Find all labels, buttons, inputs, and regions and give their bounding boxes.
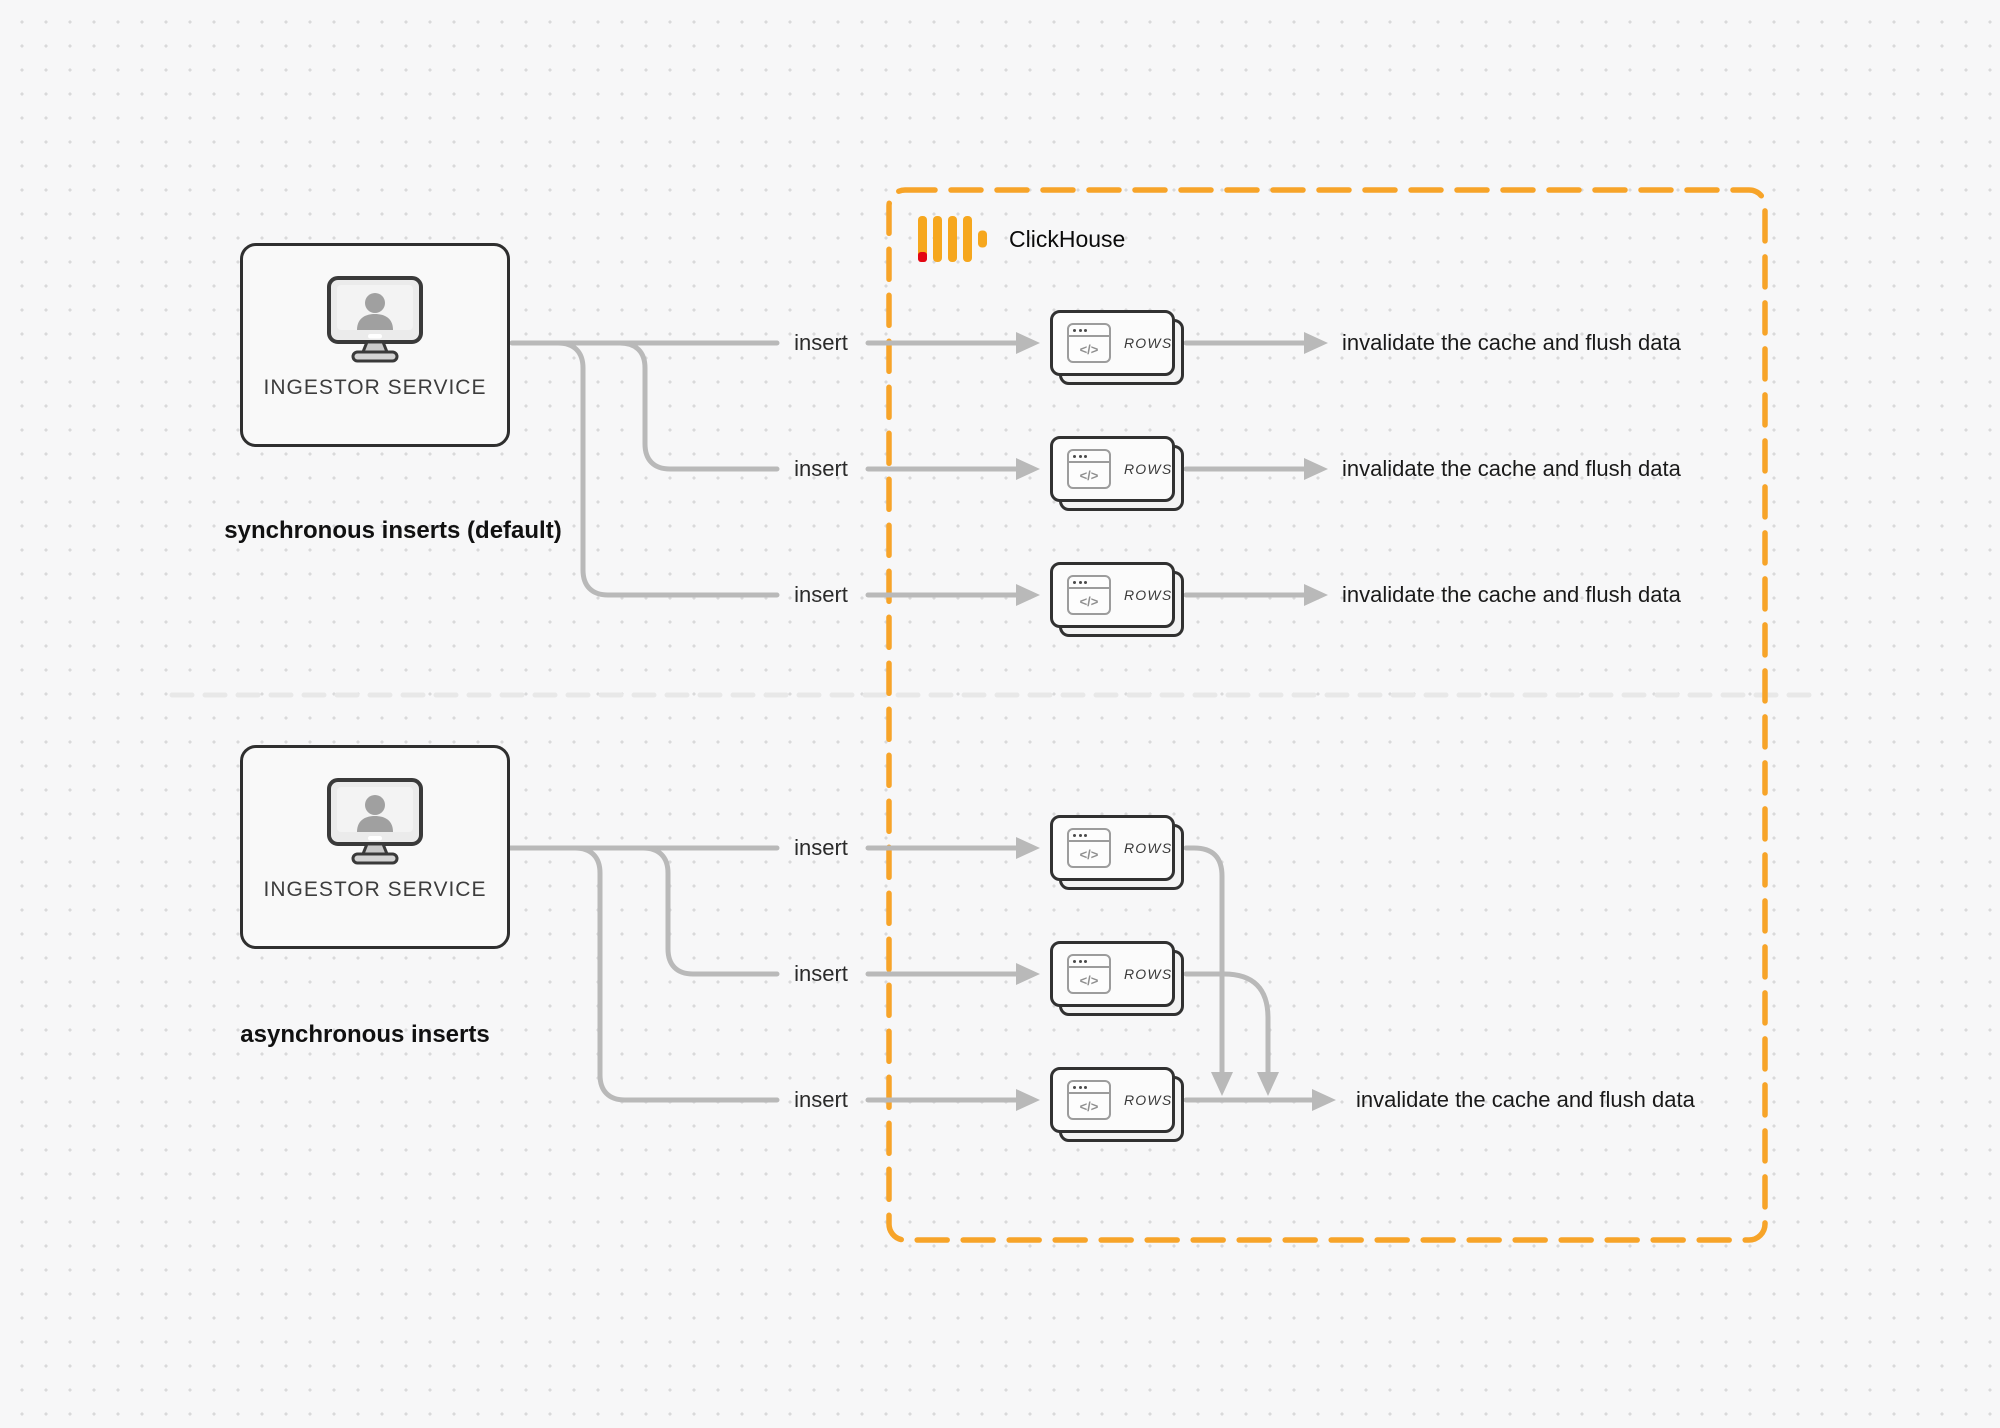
code-glyph: </> bbox=[1079, 594, 1099, 609]
ingestor-service-box-async: INGESTOR SERVICE bbox=[240, 745, 510, 949]
rows-card-label: ROWS bbox=[1124, 461, 1173, 477]
clickhouse-logo: ClickHouse bbox=[916, 214, 1125, 264]
clickhouse-dashed-frame bbox=[886, 187, 1768, 1243]
ingestor-service-box-sync: INGESTOR SERVICE bbox=[240, 243, 510, 447]
ingestor-service-label: INGESTOR SERVICE bbox=[263, 376, 487, 399]
code-glyph: </> bbox=[1079, 468, 1099, 483]
insert-label: insert bbox=[794, 582, 848, 607]
rows-card-label: ROWS bbox=[1124, 335, 1173, 351]
rows-card-label: ROWS bbox=[1124, 1092, 1173, 1108]
rows-card-label: ROWS bbox=[1124, 840, 1173, 856]
code-glyph: </> bbox=[1079, 973, 1099, 988]
code-window-icon: </> bbox=[1067, 954, 1111, 994]
code-window-icon: </> bbox=[1067, 449, 1111, 489]
ingestor-service-label: INGESTOR SERVICE bbox=[263, 878, 487, 901]
monitor-user-icon bbox=[327, 778, 423, 865]
result-label: invalidate the cache and flush data bbox=[1356, 1087, 1695, 1112]
code-glyph: </> bbox=[1079, 1099, 1099, 1114]
rows-card-label: ROWS bbox=[1124, 587, 1173, 603]
insert-label: insert bbox=[794, 456, 848, 481]
code-window-icon: </> bbox=[1067, 828, 1111, 868]
insert-label: insert bbox=[794, 835, 848, 860]
code-window-icon: </> bbox=[1067, 323, 1111, 363]
sync-connectors bbox=[509, 332, 1328, 606]
result-label: invalidate the cache and flush data bbox=[1342, 456, 1681, 481]
rows-card: </> ROWS bbox=[1050, 815, 1184, 890]
clickhouse-label: ClickHouse bbox=[1009, 225, 1126, 252]
sync-caption: synchronous inserts (default) bbox=[224, 517, 562, 544]
monitor-user-icon bbox=[327, 276, 423, 363]
code-glyph: </> bbox=[1079, 342, 1099, 357]
async-connectors bbox=[507, 837, 1336, 1111]
rows-card: </> ROWS bbox=[1050, 941, 1184, 1016]
rows-card: </> ROWS bbox=[1050, 1067, 1184, 1142]
insert-label: insert bbox=[794, 330, 848, 355]
code-window-icon: </> bbox=[1067, 575, 1111, 615]
rows-card: </> ROWS bbox=[1050, 562, 1184, 637]
rows-card: </> ROWS bbox=[1050, 310, 1184, 385]
result-label: invalidate the cache and flush data bbox=[1342, 330, 1681, 355]
code-window-icon: </> bbox=[1067, 1080, 1111, 1120]
async-caption: asynchronous inserts bbox=[240, 1021, 490, 1048]
insert-label: insert bbox=[794, 1087, 848, 1112]
code-glyph: </> bbox=[1079, 847, 1099, 862]
insert-label: insert bbox=[794, 961, 848, 986]
rows-card-label: ROWS bbox=[1124, 966, 1173, 982]
rows-card: </> ROWS bbox=[1050, 436, 1184, 511]
clickhouse-logo-icon bbox=[918, 216, 987, 262]
result-label: invalidate the cache and flush data bbox=[1342, 582, 1681, 607]
